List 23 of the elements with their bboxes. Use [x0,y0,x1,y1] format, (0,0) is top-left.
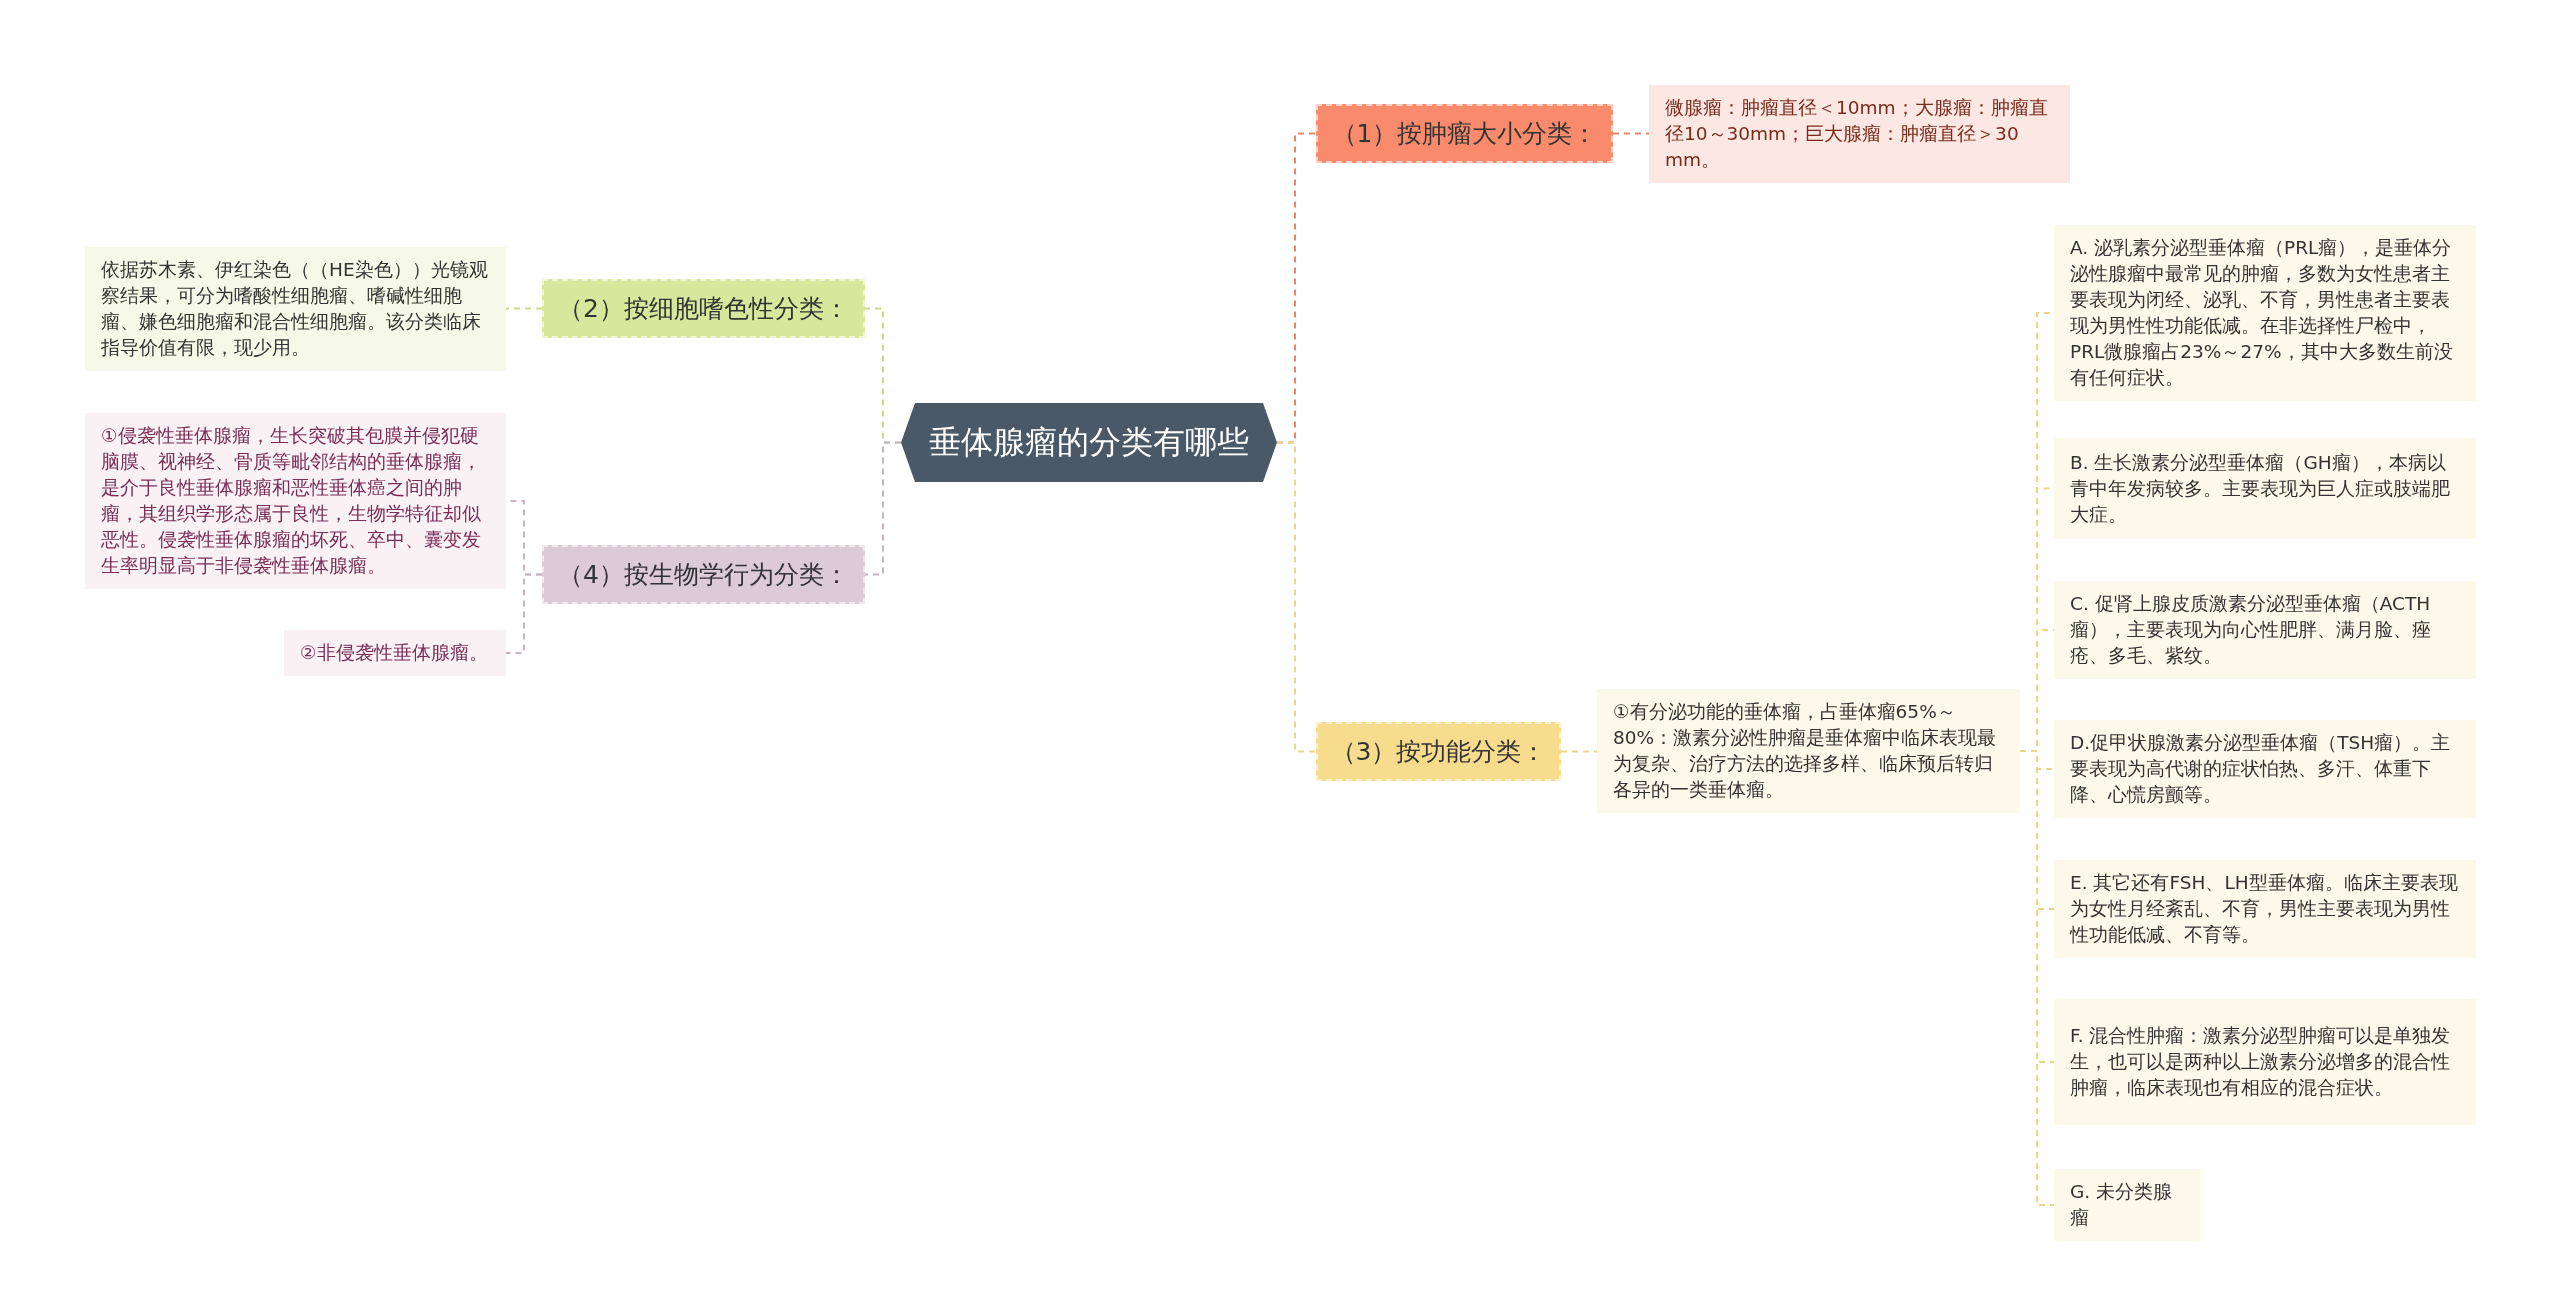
connector [1276,441,1317,753]
note-box: F. 混合性肿瘤：激素分泌型肿瘤可以是单独发生，也可以是两种以上激素分泌增多的混合性肿瘤，临床表现也有相应的混合症状。 [2054,999,2476,1125]
category-box: （2）按细胞嗜色性分类： [542,279,865,338]
root-title: 垂体腺瘤的分类有哪些 [929,421,1249,463]
note-box: D.促甲状腺激素分泌型垂体瘤（TSH瘤）。主要表现为高代谢的症状怕热、多汗、体重下降、心慌房颤等。 [2054,720,2476,818]
category-box: （1）按肿瘤大小分类： [1316,104,1613,163]
category-box: （3）按功能分类： [1316,722,1561,781]
note-box: A. 泌乳素分泌型垂体瘤（PRL瘤），是垂体分泌性腺瘤中最常见的肿瘤，多数为女性患者主要表现为闭经、泌乳、不育，男性患者主要表现为男性性功能低减。在非选择性尸检中，PRL微腺瘤占23%～27%，其中大多数生前没有任何症状。 [2054,225,2476,401]
note-box: B. 生长激素分泌型垂体瘤（GH瘤），本病以青中年发病较多。主要表现为巨人症或肢端肥大症。 [2054,438,2476,539]
category-box: （4）按生物学行为分类： [542,545,865,604]
note-box: C. 促肾上腺皮质激素分泌型垂体瘤（ACTH瘤），主要表现为向心性肥胖、满月脸、痤疮、多毛、紫纹。 [2054,581,2476,679]
note-box: ①有分泌功能的垂体瘤，占垂体瘤65%～80%：激素分泌性肿瘤是垂体瘤中临床表现最为复杂、治疗方法的选择多样、临床预后转归各异的一类垂体瘤。 [1597,689,2020,813]
connector [505,307,543,310]
connector [864,441,902,576]
note-box: 依据苏木素、伊红染色（（HE染色））光镜观察结果，可分为嗜酸性细胞瘤、嗜碱性细胞瘤、嫌色细胞瘤和混合性细胞瘤。该分类临床指导价值有限，现少用。 [85,247,506,371]
connector [1560,750,1598,753]
note-box: 微腺瘤：肿瘤直径＜10mm；大腺瘤：肿瘤直径10～30mm；巨大腺瘤：肿瘤直径＞30 mm。 [1649,85,2070,183]
note-box: E. 其它还有FSH、LH型垂体瘤。临床主要表现为女性月经紊乱、不育，男性主要表现为男性性功能低减、不育等。 [2054,860,2476,958]
connector [505,573,543,654]
note-box: ①侵袭性垂体腺瘤，生长突破其包膜并侵犯硬脑膜、视神经、骨质等毗邻结构的垂体腺瘤，是介于良性垂体腺瘤和恶性垂体癌之间的肿瘤，其组织学形态属于良性，生物学特征却似恶性。侵袭性垂体腺瘤的坏死、卒中、囊变发生率明显高于非侵袭性垂体腺瘤。 [85,413,506,589]
connector [1612,132,1650,135]
note-box: ②非侵袭性垂体腺瘤。 [284,630,506,676]
note-box: G. 未分类腺瘤 [2054,1169,2201,1241]
